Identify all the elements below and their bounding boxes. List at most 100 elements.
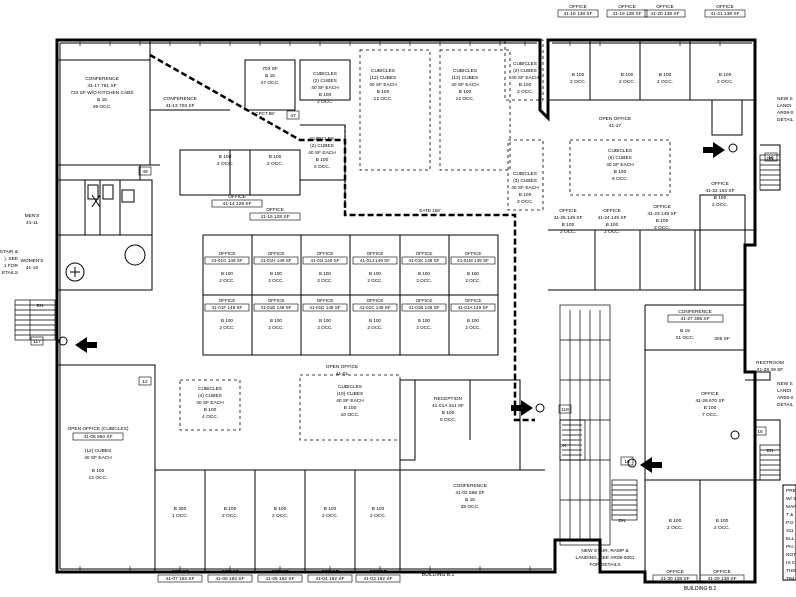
room-text: OPEN OFFICE (599, 116, 632, 122)
label-box (72, 432, 124, 441)
grid-office-class: B 100 (221, 318, 233, 323)
room-title: OPEN OFFICE (CUBICLES) (67, 426, 128, 432)
title-block-text: TIM (786, 576, 794, 582)
grid-office-number: 41-01A 149 SF (458, 305, 489, 310)
room-text: B 100 (377, 89, 390, 95)
tag-label: 117 (33, 339, 41, 345)
top-office-number: 41-21 138 SF (710, 11, 739, 17)
grid-office-number: 41-01M 149 SF (457, 258, 489, 263)
grid-office-occupancy: 2 OCC. (465, 325, 480, 330)
grid-office-occupancy: 2 OCC. (416, 325, 431, 330)
room-text: 41-25 149 SF (553, 215, 582, 221)
room-text: B 15 (465, 497, 475, 503)
room-text: 2 OCC. (314, 164, 330, 170)
room-text: CUBICLES (310, 136, 334, 142)
label-box (401, 256, 447, 265)
title-block-text: PH.: (786, 544, 795, 550)
title-block-text: MAN (786, 504, 796, 510)
tag-box (620, 456, 634, 466)
grid-office-title: OFFICE (268, 298, 285, 303)
label-box (249, 212, 301, 221)
room-text: 41-02 566 SF (455, 490, 484, 496)
bottom-office-class: B 100 (372, 506, 385, 512)
room-class: B 15 (680, 328, 690, 334)
tag-label: 49 (142, 169, 148, 175)
label-box (644, 9, 686, 18)
room-text: B 100 (319, 92, 332, 98)
grid-office-number: 41-01B 149 SF (409, 305, 440, 310)
room-text: B 100 (606, 222, 619, 228)
bottom-office-number: 41-04 182 SF (315, 576, 344, 582)
room-text: 703 SF (262, 66, 278, 72)
room-text: (12) CUBES (370, 75, 396, 81)
room-text: CUBICLES (608, 148, 632, 154)
room-text: CONFERENCE (163, 96, 197, 102)
label-box (207, 574, 253, 583)
grid-office-title: OFFICE (367, 251, 384, 256)
room-text: B 100 (459, 89, 472, 95)
room-text: 2 OCC. (604, 229, 620, 235)
label-box (450, 303, 496, 312)
label-box (253, 256, 299, 265)
room-text: (2) CUBES (313, 78, 337, 84)
label-box (450, 256, 496, 265)
room-text: RECEPTION (434, 396, 463, 402)
room-text: 40 SF EACH (451, 82, 479, 88)
grid-office-title: OFFICE (465, 298, 482, 303)
room-text: OFFICE (559, 208, 577, 214)
room-text: 2 OCC. (712, 202, 728, 208)
tag-label: 16 (624, 459, 630, 465)
bottom-office-occupancy: 2 OCC. (370, 513, 386, 519)
room-title: OFFICE (228, 194, 246, 200)
grid-office-class: B 100 (221, 271, 233, 276)
room-text: 41-26 670 SF (695, 398, 724, 404)
room-text: CONFERENCE (85, 76, 119, 82)
grid-office-number: 41-01I 149 SF (310, 258, 339, 263)
room-text: (6) CUBES (608, 155, 632, 161)
room-class: B 100 (219, 154, 232, 160)
grid-office-class: B 100 (319, 271, 331, 276)
stair-note: AR08-0 (777, 395, 794, 401)
top-office-occupancy: 2 OCC. (570, 79, 586, 85)
room-text: 38 OCC. (461, 504, 480, 510)
stair-note: NEW S (777, 96, 793, 102)
stair-note: 1 FOR (4, 263, 19, 269)
label-box (652, 574, 698, 583)
room-text: CUBICLES (453, 68, 477, 74)
room-occupancy: 12 OCC. (89, 475, 108, 481)
room-occupancy: 21 OCC. (676, 335, 695, 341)
tag-label: 118 (561, 407, 569, 413)
room-text: 12 OCC. (456, 96, 475, 102)
title-block-text: W/ S (786, 496, 796, 502)
grid-office-class: B 100 (467, 318, 479, 323)
stair-note: AR08-0 (777, 110, 794, 116)
room-occupancy: 2 OCC. (267, 161, 283, 167)
grid-office-title: OFFICE (219, 298, 236, 303)
grid-office-occupancy: 2 OCC. (219, 325, 234, 330)
top-office-occupancy: 2 OCC. (717, 79, 733, 85)
grid-office-number: 41-01G 149 SF (211, 258, 243, 263)
room-text: 4 OCC. (202, 414, 218, 420)
room-text: 40 SF EACH (511, 75, 539, 81)
grid-office-occupancy: 2 OCC. (367, 278, 382, 283)
title-block-text: 311 (786, 528, 794, 534)
bottom-office-number: 41-03 182 SF (363, 576, 392, 582)
label-box (257, 574, 303, 583)
tag-box (138, 376, 152, 386)
room-text: 2 OCC. (317, 99, 333, 105)
room-text: (10) CUBES (337, 391, 363, 397)
room-number: 41-15 128 SF (260, 214, 289, 220)
room-text: 40 SF EACH (196, 400, 224, 406)
br-office-occupancy: 2 OCC. (714, 525, 730, 531)
grid-office-occupancy: 2 OCC. (268, 325, 283, 330)
room-text: 40 SF EACH (336, 398, 364, 404)
grid-office-number: 41-01F 149 SF (212, 305, 243, 310)
egress-label: EATD 168' (419, 208, 440, 213)
room-text: B 100 (519, 82, 532, 88)
room-text: B 100 (656, 218, 669, 224)
grid-office-number: 41-01D 149 SF (309, 305, 340, 310)
top-office-class: B 100 (621, 72, 634, 78)
grid-office-title: OFFICE (317, 298, 334, 303)
